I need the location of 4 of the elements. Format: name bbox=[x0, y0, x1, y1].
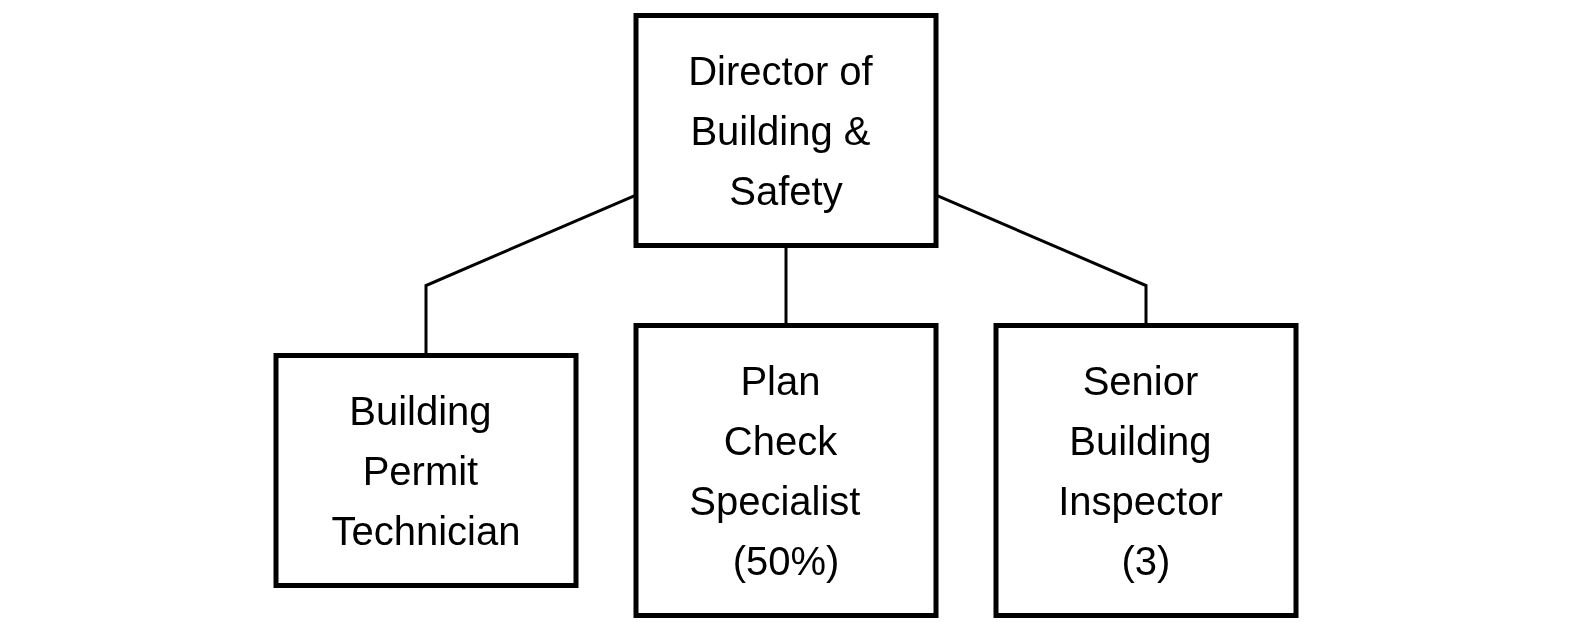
node-box: Plan Check Specialist (50%) bbox=[633, 323, 939, 618]
node-box: Senior Building Inspector (3) bbox=[993, 323, 1299, 618]
node-box: Director of Building & Safety bbox=[633, 13, 939, 248]
node-box: Building Permit Technician bbox=[273, 353, 579, 588]
